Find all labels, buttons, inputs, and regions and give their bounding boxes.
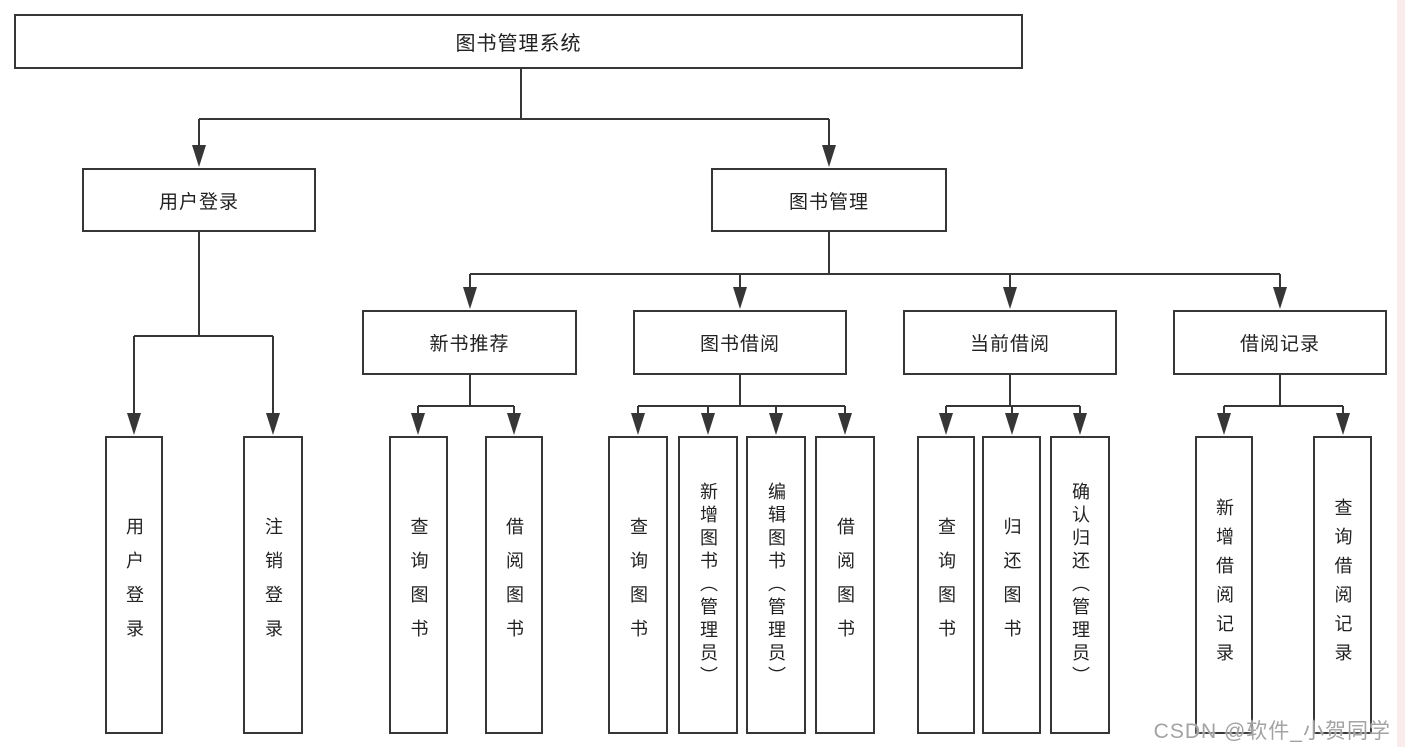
leaf-borrow-books: 借阅图书: [815, 436, 875, 734]
node-label: 归还图书: [1001, 517, 1022, 653]
node-book-borrowing: 图书借阅: [633, 310, 847, 375]
node-label: 借阅图书: [835, 517, 855, 653]
node-label: 新书推荐: [429, 334, 510, 355]
leaf-add-borrow-record: 新增借阅记录: [1195, 436, 1253, 734]
leaf-add-books-admin: 新增图书（管理员）: [678, 436, 738, 734]
node-label: 图书管理: [788, 191, 869, 213]
node-new-book-recommend: 新书推荐: [362, 310, 577, 375]
node-label: 图书管理系统: [455, 33, 582, 55]
node-user-login: 用户登录: [82, 168, 316, 232]
leaf-confirm-return-admin: 确认归还（管理员）: [1050, 436, 1110, 734]
leaf-user-login: 用户登录: [105, 436, 163, 734]
leaf-query-books: 查询图书: [389, 436, 448, 734]
node-borrowing-records: 借阅记录: [1173, 310, 1387, 375]
node-label: 用户登录: [124, 517, 144, 653]
node-label: 查询图书: [408, 517, 429, 653]
node-label: 注销登录: [263, 517, 283, 653]
node-label: 用户登录: [158, 191, 239, 213]
watermark-text: CSDN @软件_小贺同学: [1153, 720, 1391, 743]
node-label: 借阅图书: [504, 517, 524, 653]
node-current-borrowing: 当前借阅: [903, 310, 1117, 375]
node-label: 新增图书（管理员）: [698, 481, 718, 689]
node-label: 编辑图书（管理员）: [766, 481, 786, 689]
leaf-edit-books-admin: 编辑图书（管理员）: [746, 436, 806, 734]
leaf-return-books: 归还图书: [982, 436, 1041, 734]
node-library-system: 图书管理系统: [14, 14, 1023, 69]
leaf-query-books: 查询图书: [917, 436, 975, 734]
node-label: 查询图书: [628, 517, 648, 653]
leaf-borrow-books: 借阅图书: [485, 436, 543, 734]
node-label: 查询图书: [936, 517, 956, 653]
leaf-logout: 注销登录: [243, 436, 303, 734]
node-label: 确认归还（管理员）: [1070, 481, 1090, 689]
leaf-query-books: 查询图书: [608, 436, 668, 734]
node-label: 当前借阅: [969, 334, 1050, 355]
leaf-query-borrow-record: 查询借阅记录: [1313, 436, 1372, 734]
node-label: 新增借阅记录: [1214, 498, 1234, 672]
node-label: 图书借阅: [699, 334, 780, 355]
right-edge-strip: [1397, 0, 1405, 747]
node-label: 借阅记录: [1239, 334, 1320, 355]
node-book-management: 图书管理: [711, 168, 947, 232]
node-label: 查询借阅记录: [1332, 498, 1353, 672]
